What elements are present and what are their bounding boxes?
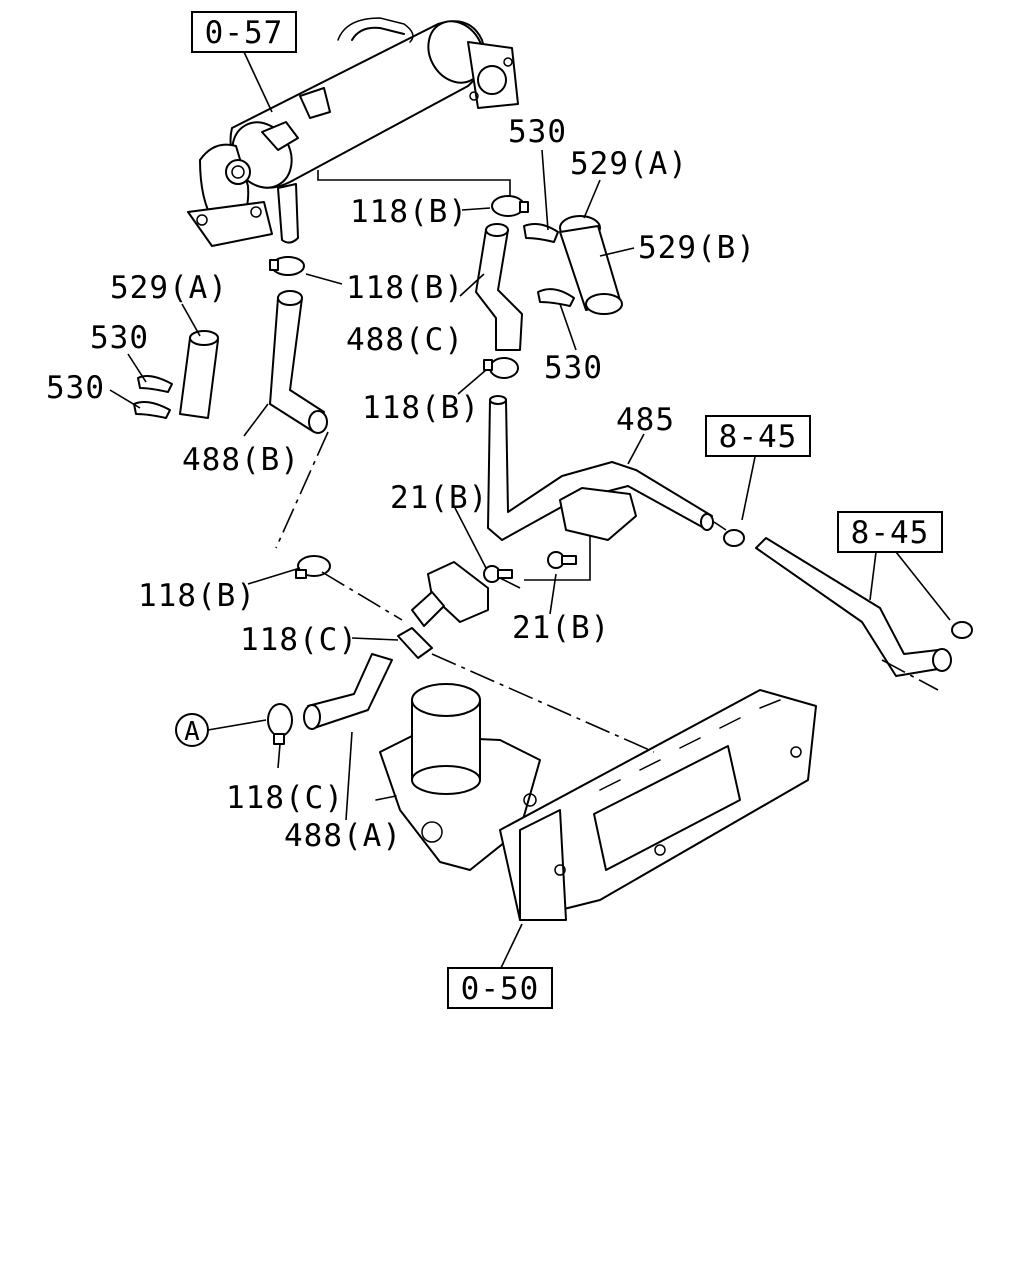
label-530-mid: 530 (544, 350, 603, 386)
hose-488a (303, 653, 393, 730)
clamp-118b-top (491, 195, 529, 217)
label-118b-top: 118(B) (350, 194, 468, 230)
ref-0-57-text: 0-57 (205, 15, 284, 51)
label-529a-top: 529(A) (570, 146, 688, 182)
label-529a-left: 529(A) (110, 270, 228, 306)
label-530-left-b: 530 (46, 370, 105, 406)
label-488c: 488(C) (346, 322, 464, 358)
hose-488b (269, 290, 328, 434)
label-488b: 488(B) (182, 442, 300, 478)
clamp-118c-low (267, 703, 293, 745)
label-21b-low: 21(B) (512, 610, 610, 646)
leader-lines (109, 51, 951, 971)
bolt-21b-low (547, 551, 577, 569)
ref-0-50-text: 0-50 (461, 971, 540, 1007)
ref-box-0-50[interactable]: 0-50 (447, 967, 553, 1009)
clamp-118c-top (397, 627, 433, 659)
clip-530-mid (537, 288, 575, 307)
label-530-left-a: 530 (90, 320, 149, 356)
bolt-21b-top (483, 565, 513, 583)
label-118b-pipe: 118(B) (362, 390, 480, 426)
ref-8-45-right-text: 8-45 (851, 515, 930, 551)
hose-8-45 (755, 537, 952, 677)
ref-box-8-45-right[interactable]: 8-45 (837, 511, 943, 553)
oil-cooler-manifold (375, 683, 817, 921)
label-485: 485 (616, 402, 675, 438)
hose-529b (559, 225, 623, 315)
clamp-8-45-upper (723, 529, 745, 547)
clip-530-top (523, 223, 559, 243)
callout-a[interactable]: A (175, 713, 209, 747)
connection-lines (275, 431, 939, 753)
ref-box-8-45-upper[interactable]: 8-45 (705, 415, 811, 457)
clip-530-left-b (133, 401, 171, 419)
hose-529a-left (179, 330, 219, 419)
clamp-118b-mid (269, 256, 305, 276)
clamp-118b-low (295, 555, 331, 579)
part-labels: 530 529(A) 118(B) 529(B) 118(B) 529(A) 5… (46, 114, 756, 854)
label-118c-low: 118(C) (226, 780, 344, 816)
union-fitting (411, 561, 489, 627)
egr-cooler (187, 17, 519, 247)
callout-a-text: A (184, 717, 200, 747)
label-529b: 529(B) (638, 230, 756, 266)
clamp-118b-pipe (483, 357, 519, 379)
pipe-485 (487, 395, 714, 541)
label-118b-low: 118(B) (138, 578, 256, 614)
label-530-top: 530 (508, 114, 567, 150)
label-118c-top: 118(C) (240, 622, 358, 658)
hose-488c (475, 223, 523, 351)
clip-530-left-a (137, 375, 173, 393)
label-118b-mid: 118(B) (346, 270, 464, 306)
clamp-8-45-right (951, 621, 973, 639)
ref-8-45-upper-text: 8-45 (719, 419, 798, 455)
ref-box-0-57[interactable]: 0-57 (191, 11, 297, 53)
label-21b-top: 21(B) (390, 480, 488, 516)
label-488a: 488(A) (284, 818, 402, 854)
